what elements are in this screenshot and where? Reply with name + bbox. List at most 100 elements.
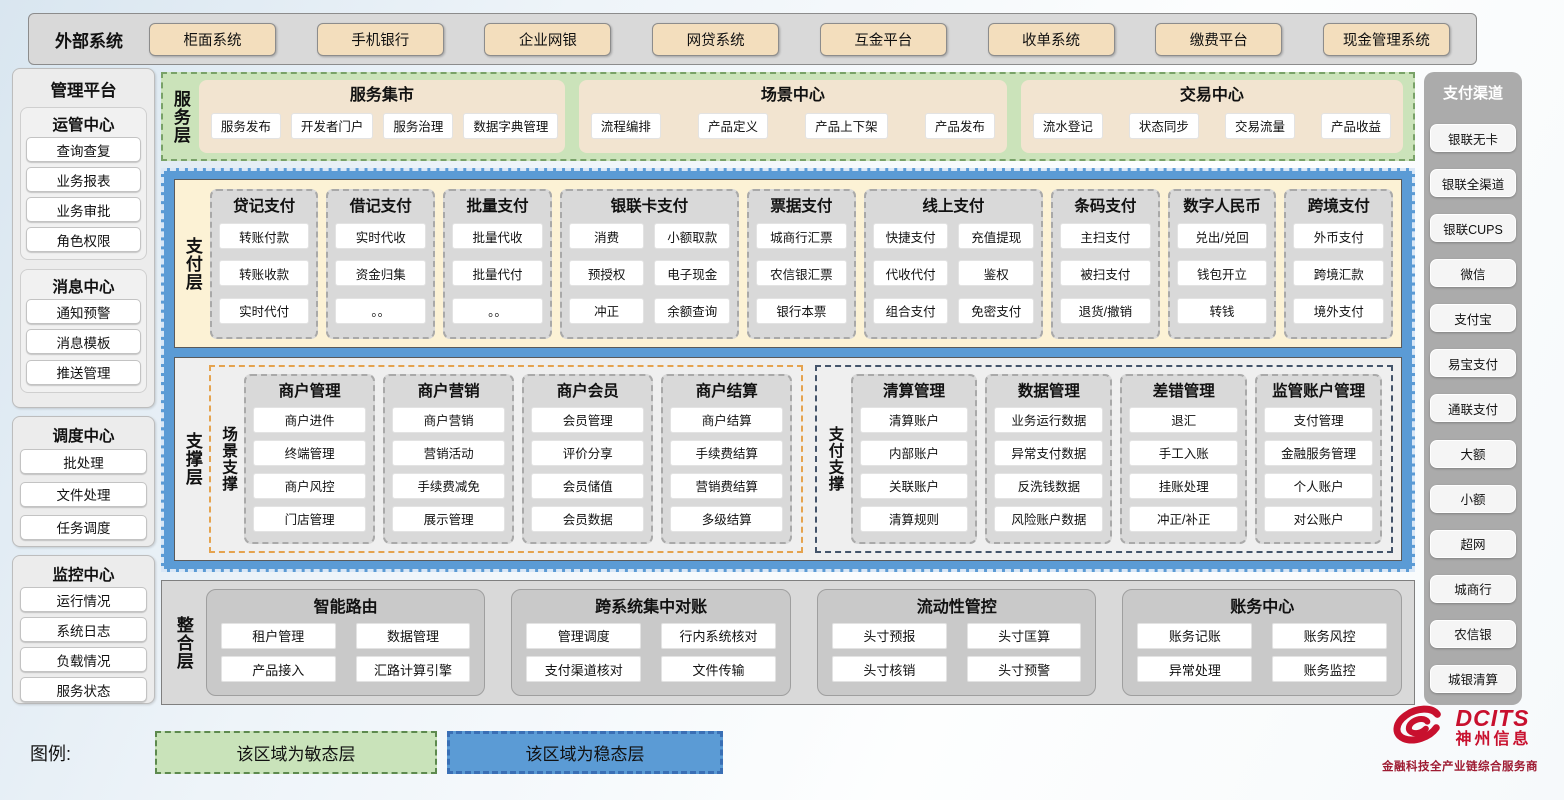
integration-item-button[interactable]: 汇路计算引擎 (355, 656, 471, 683)
support-item-button[interactable]: 会员管理 (531, 406, 645, 433)
support-item-button[interactable]: 营销活动 (392, 439, 506, 466)
payment-item-button[interactable]: 代收代付 (872, 260, 949, 287)
service-item-button[interactable]: 流程编排 (590, 112, 661, 139)
payment-item-button[interactable]: 实时代付 (218, 297, 310, 324)
service-item-button[interactable]: 产品上下架 (805, 112, 888, 139)
management-item-button[interactable]: 文件处理 (20, 481, 147, 507)
management-item-button[interactable]: 运行情况 (20, 587, 147, 612)
payment-item-button[interactable]: 农信银汇票 (756, 260, 847, 287)
payment-item-button[interactable]: 预授权 (568, 260, 645, 287)
support-item-button[interactable]: 手续费结算 (670, 439, 784, 466)
integration-item-button[interactable]: 账务监控 (1272, 656, 1388, 683)
support-item-button[interactable]: 商户进件 (253, 406, 367, 433)
channel-button[interactable]: 银联全渠道 (1430, 169, 1516, 198)
payment-item-button[interactable]: 冲正 (568, 297, 645, 324)
integration-item-button[interactable]: 异常处理 (1137, 656, 1253, 683)
payment-item-button[interactable]: 主扫支付 (1060, 223, 1151, 250)
support-item-button[interactable]: 多级结算 (670, 505, 784, 532)
integration-item-button[interactable]: 数据管理 (355, 622, 471, 649)
payment-item-button[interactable]: 兑出/兑回 (1176, 223, 1268, 250)
support-item-button[interactable]: 商户风控 (253, 472, 367, 499)
service-item-button[interactable]: 产品定义 (698, 112, 769, 139)
support-item-button[interactable]: 业务运行数据 (994, 406, 1104, 433)
management-item-button[interactable]: 通知预警 (26, 299, 141, 325)
service-item-button[interactable]: 服务治理 (383, 112, 454, 139)
external-system-button[interactable]: 收单系统 (987, 22, 1115, 56)
support-item-button[interactable]: 金融服务管理 (1264, 439, 1374, 466)
support-item-button[interactable]: 关联账户 (859, 472, 969, 499)
channel-button[interactable]: 易宝支付 (1430, 349, 1516, 378)
integration-item-button[interactable]: 管理调度 (526, 622, 642, 649)
management-item-button[interactable]: 消息模板 (26, 329, 141, 355)
payment-item-button[interactable]: 资金归集 (335, 260, 427, 287)
channel-button[interactable]: 超网 (1430, 529, 1516, 558)
support-item-button[interactable]: 清算账户 (859, 406, 969, 433)
payment-item-button[interactable]: 实时代收 (335, 223, 427, 250)
service-item-button[interactable]: 开发者门户 (290, 112, 374, 139)
channel-button[interactable]: 城商行 (1430, 574, 1516, 603)
support-item-button[interactable]: 营销费结算 (670, 472, 784, 499)
service-item-button[interactable]: 交易流量 (1224, 112, 1295, 139)
external-system-button[interactable]: 企业网银 (484, 22, 612, 56)
payment-item-button[interactable]: 银行本票 (756, 297, 847, 324)
payment-item-button[interactable]: 充值提现 (958, 223, 1035, 250)
external-system-button[interactable]: 网贷系统 (652, 22, 780, 56)
support-item-button[interactable]: 冲正/补正 (1129, 505, 1239, 532)
payment-item-button[interactable]: 转钱 (1176, 297, 1268, 324)
support-item-button[interactable]: 会员数据 (531, 505, 645, 532)
payment-item-button[interactable]: 鉴权 (958, 260, 1035, 287)
support-item-button[interactable]: 终端管理 (253, 439, 367, 466)
support-item-button[interactable]: 展示管理 (392, 505, 506, 532)
payment-item-button[interactable]: 消费 (568, 223, 645, 250)
management-item-button[interactable]: 任务调度 (20, 514, 147, 540)
payment-item-button[interactable]: 小额取款 (654, 223, 731, 250)
channel-button[interactable]: 大额 (1430, 439, 1516, 468)
channel-button[interactable]: 微信 (1430, 259, 1516, 288)
payment-item-button[interactable]: 城商行汇票 (756, 223, 847, 250)
channel-button[interactable]: 城银清算 (1430, 664, 1516, 693)
payment-item-button[interactable]: 转账收款 (218, 260, 310, 287)
channel-button[interactable]: 农信银 (1430, 619, 1516, 648)
integration-item-button[interactable]: 账务记账 (1137, 622, 1253, 649)
external-system-button[interactable]: 柜面系统 (149, 22, 276, 56)
payment-item-button[interactable]: 快捷支付 (872, 223, 949, 250)
management-item-button[interactable]: 业务报表 (26, 167, 141, 192)
payment-item-button[interactable]: 跨境汇款 (1293, 260, 1385, 287)
service-item-button[interactable]: 服务发布 (210, 112, 281, 139)
payment-item-button[interactable]: 境外支付 (1293, 297, 1385, 324)
external-system-button[interactable]: 缴费平台 (1155, 22, 1283, 56)
support-item-button[interactable]: 风险账户数据 (994, 505, 1104, 532)
support-item-button[interactable]: 商户营销 (392, 406, 506, 433)
support-item-button[interactable]: 会员储值 (531, 472, 645, 499)
support-item-button[interactable]: 反洗钱数据 (994, 472, 1104, 499)
payment-item-button[interactable]: 。。 (452, 297, 543, 324)
integration-item-button[interactable]: 头寸匡算 (966, 622, 1082, 649)
channel-button[interactable]: 小额 (1430, 484, 1516, 513)
payment-item-button[interactable]: 免密支付 (958, 297, 1035, 324)
channel-button[interactable]: 支付宝 (1430, 304, 1516, 333)
service-item-button[interactable]: 产品收益 (1320, 112, 1391, 139)
support-item-button[interactable]: 退汇 (1129, 406, 1239, 433)
payment-item-button[interactable]: 转账付款 (218, 223, 310, 250)
payment-item-button[interactable]: 余额查询 (654, 297, 731, 324)
service-item-button[interactable]: 数据字典管理 (463, 112, 559, 139)
management-item-button[interactable]: 查询查复 (26, 137, 141, 162)
payment-item-button[interactable]: 批量代付 (452, 260, 543, 287)
management-item-button[interactable]: 推送管理 (26, 359, 141, 385)
payment-item-button[interactable]: 组合支付 (872, 297, 949, 324)
integration-item-button[interactable]: 头寸预报 (831, 622, 947, 649)
channel-button[interactable]: 银联无卡 (1430, 124, 1516, 153)
support-item-button[interactable]: 异常支付数据 (994, 439, 1104, 466)
integration-item-button[interactable]: 租户管理 (220, 622, 336, 649)
payment-item-button[interactable]: 。。 (335, 297, 427, 324)
support-item-button[interactable]: 商户结算 (670, 406, 784, 433)
external-system-button[interactable]: 互金平台 (819, 22, 947, 56)
support-item-button[interactable]: 清算规则 (859, 505, 969, 532)
external-system-button[interactable]: 手机银行 (316, 22, 444, 56)
support-item-button[interactable]: 评价分享 (531, 439, 645, 466)
integration-item-button[interactable]: 文件传输 (661, 656, 776, 683)
channel-button[interactable]: 通联支付 (1430, 394, 1516, 423)
integration-item-button[interactable]: 头寸预警 (966, 656, 1082, 683)
payment-item-button[interactable]: 钱包开立 (1176, 260, 1268, 287)
management-item-button[interactable]: 角色权限 (26, 227, 141, 252)
